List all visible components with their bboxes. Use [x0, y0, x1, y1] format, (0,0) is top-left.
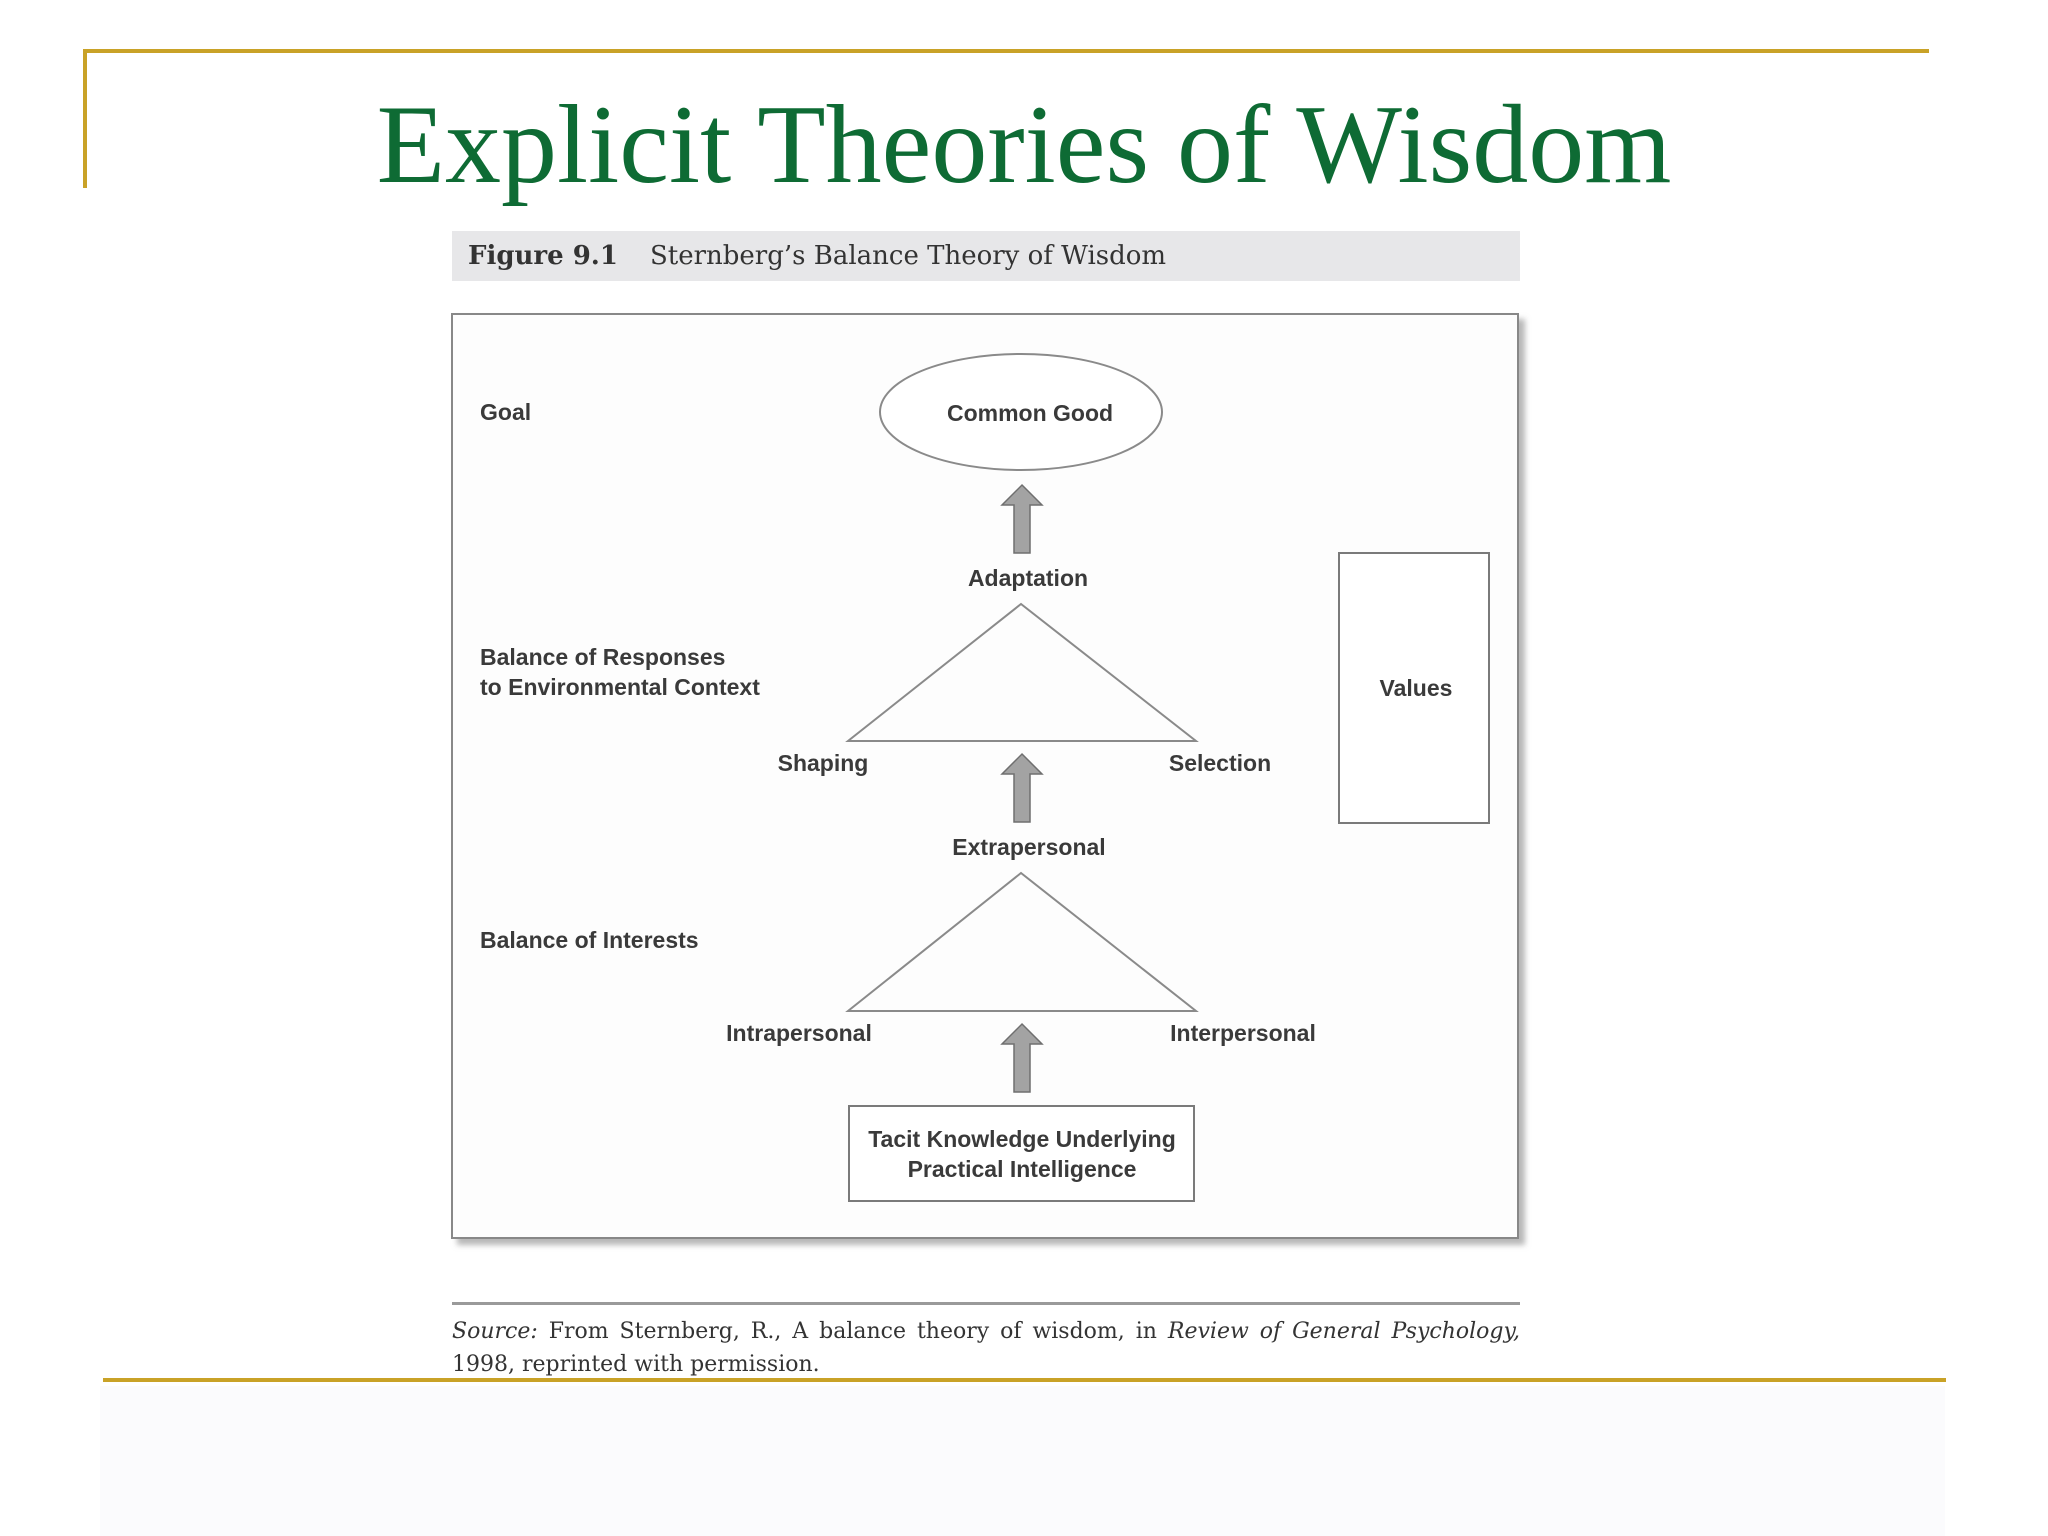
bottom-rule [103, 1378, 1946, 1382]
left-rule [83, 49, 87, 188]
source-text-before: From Sternberg, R., A balance theory of … [537, 1319, 1168, 1344]
node-values: Values [1380, 675, 1453, 701]
node-interpersonal: Interpersonal [1170, 1020, 1316, 1046]
node-selection: Selection [1169, 750, 1271, 776]
arrow-up-icon [1000, 752, 1044, 823]
values-box [1338, 552, 1490, 824]
slide-title: Explicit Theories of Wisdom [376, 83, 1672, 207]
node-adaptation: Adaptation [968, 565, 1088, 591]
node-common-good: Common Good [947, 400, 1113, 426]
figure-caption-text: Sternberg’s Balance Theory of Wisdom [649, 241, 1167, 271]
row-label-goal: Goal [480, 399, 531, 425]
row-label-interests: Balance of Interests [480, 927, 699, 953]
source-journal: Review of General Psychology, [1167, 1319, 1520, 1344]
node-tacit-line2: Practical Intelligence [908, 1156, 1137, 1182]
source-text-after: 1998, reprinted with permission. [452, 1352, 820, 1377]
node-shaping: Shaping [778, 750, 869, 776]
common-good-ellipse [879, 353, 1163, 471]
figure-caption: Figure 9.1 Sternberg’s Balance Theory of… [452, 231, 1520, 281]
node-extrapersonal: Extrapersonal [952, 834, 1105, 860]
arrow-up-icon [1000, 1022, 1044, 1093]
responses-triangle [845, 602, 1199, 742]
row-label-responses-line1: Balance of Responses [480, 644, 725, 670]
interests-triangle [845, 871, 1199, 1012]
figure-number: Figure 9.1 [468, 241, 618, 271]
top-rule [83, 49, 1929, 53]
source-label: Source: [452, 1319, 538, 1344]
node-tacit-line1: Tacit Knowledge Underlying [868, 1126, 1176, 1152]
arrow-up-icon [1000, 483, 1044, 554]
source-note: Source: From Sternberg, R., A balance th… [452, 1302, 1520, 1381]
row-label-responses-line2: to Environmental Context [480, 674, 760, 700]
node-intrapersonal: Intrapersonal [726, 1020, 872, 1046]
footer-band [100, 1386, 1945, 1536]
tacit-knowledge-box [848, 1105, 1195, 1202]
